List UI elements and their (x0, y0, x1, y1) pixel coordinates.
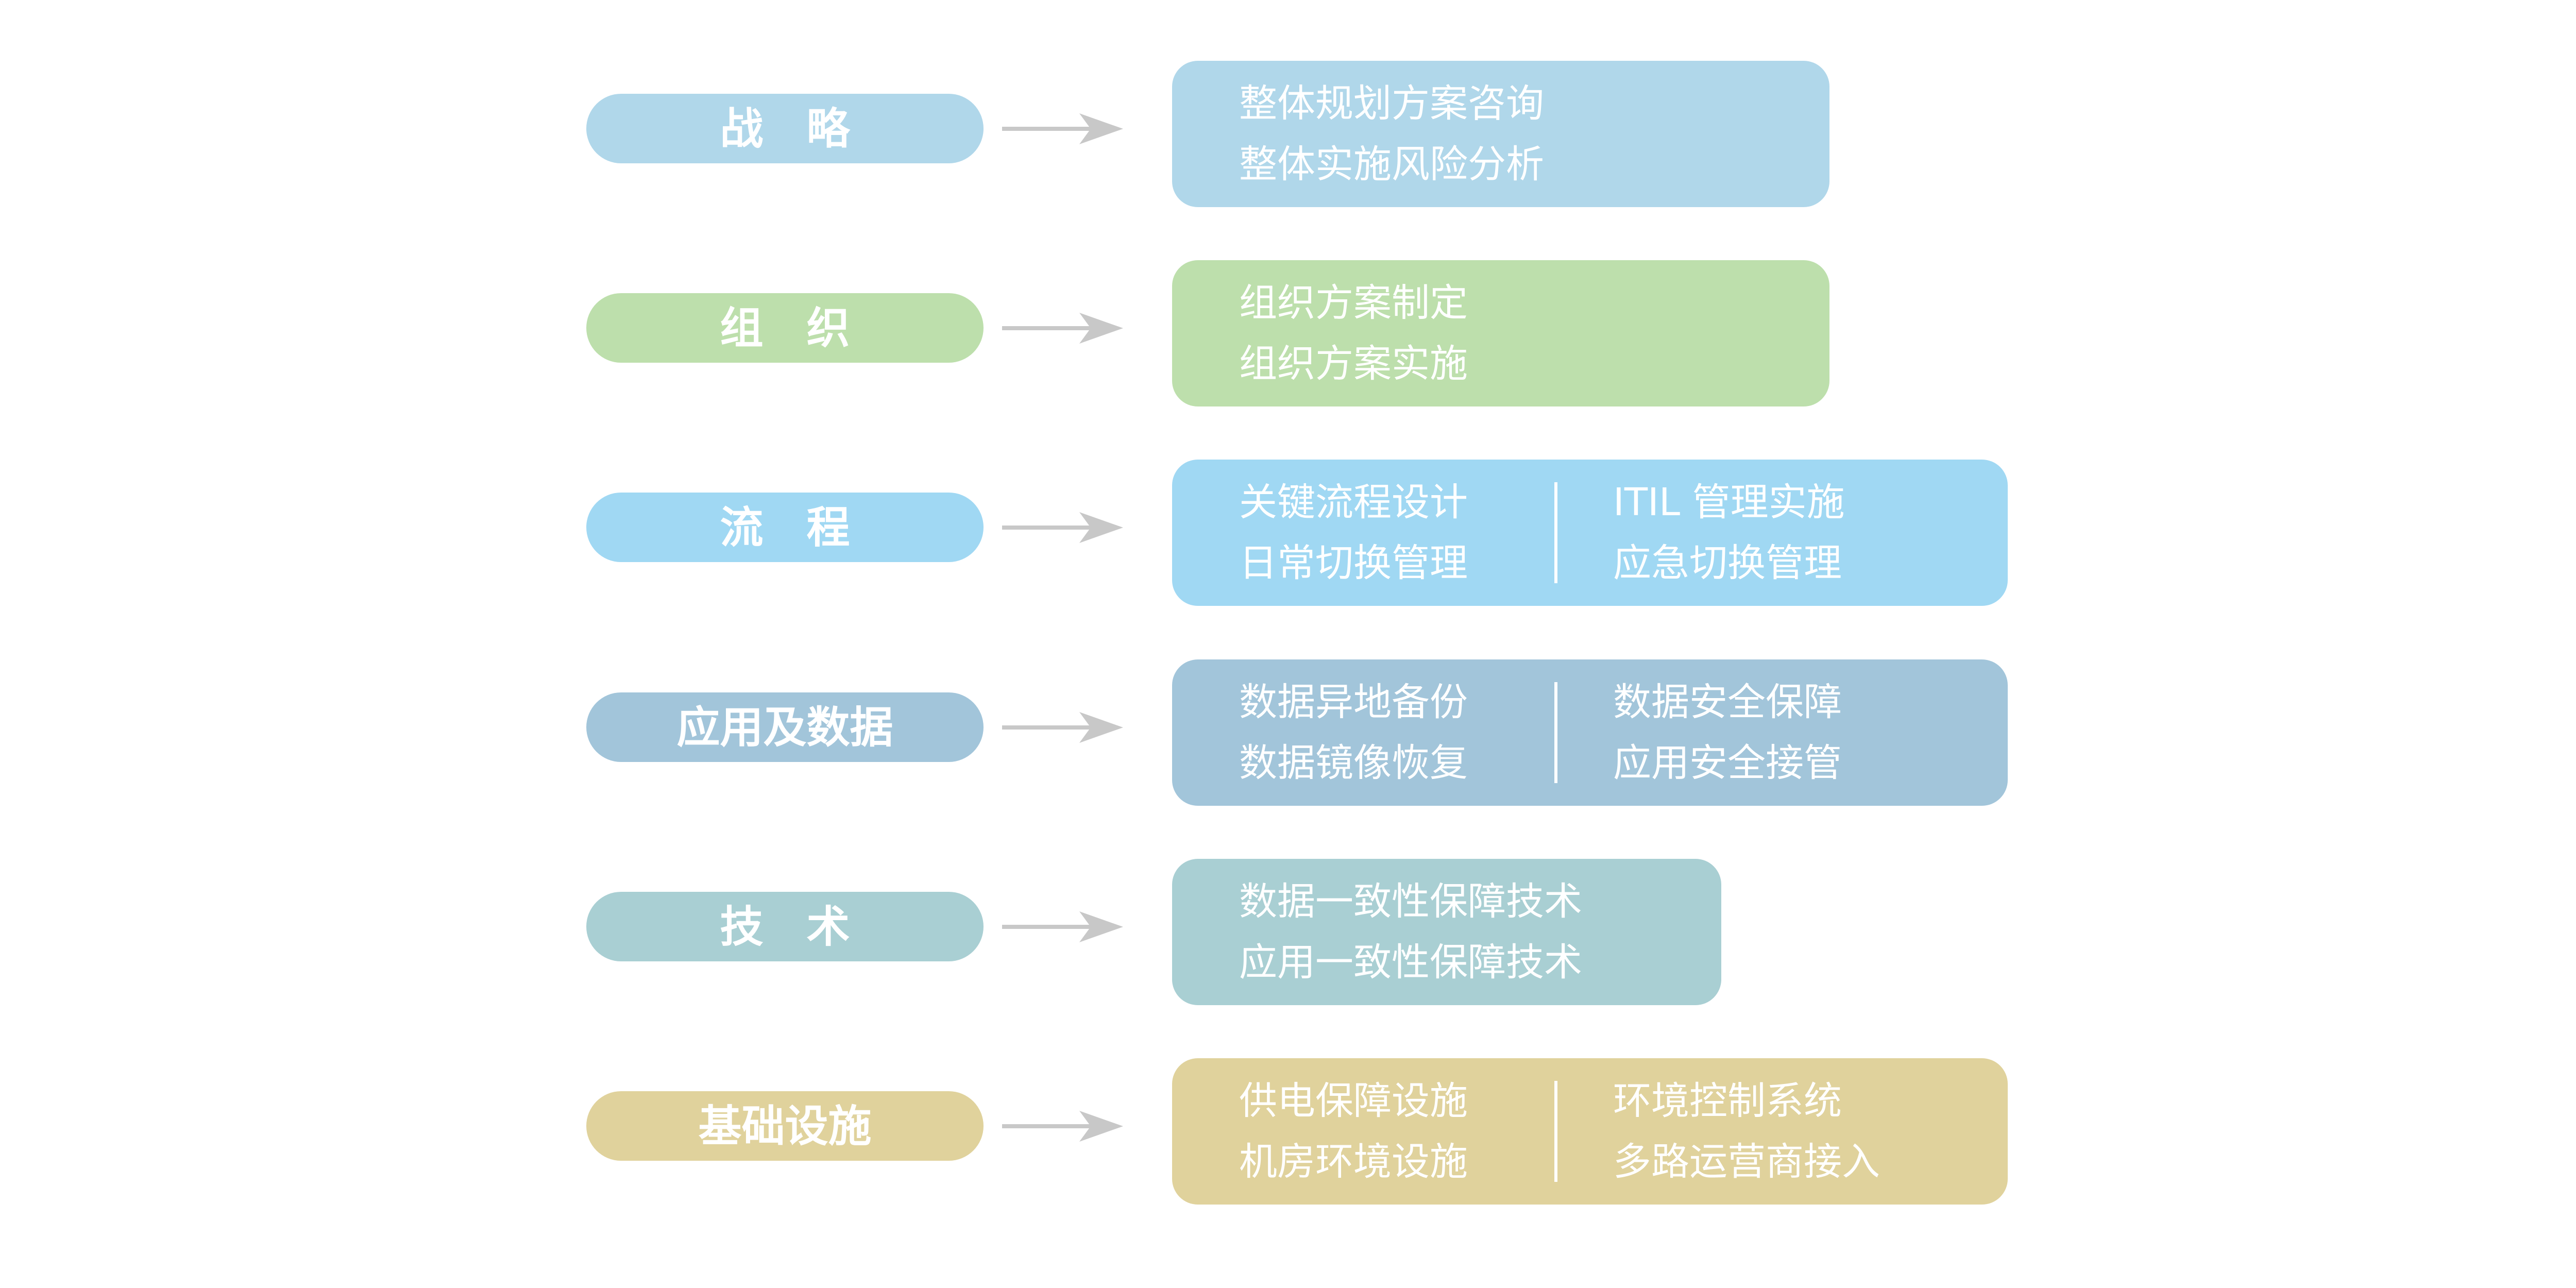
arrow-icon (1002, 313, 1123, 344)
detail-item: 多路运营商接入 (1613, 1140, 1880, 1184)
detail-box-technology: 数据一致性保障技术 应用一致性保障技术 (1172, 859, 1721, 1005)
column-divider (1554, 682, 1557, 783)
detail-column-left: 整体规划方案咨询 整体实施风险分析 (1172, 73, 1544, 195)
category-pill-organization: 组 织 (586, 293, 984, 363)
category-pill-application-data: 应用及数据 (586, 692, 984, 762)
detail-box-strategy: 整体规划方案咨询 整体实施风险分析 (1172, 61, 1829, 207)
detail-item: 数据一致性保障技术 (1239, 879, 1582, 924)
detail-item: ITIL 管理实施 (1613, 480, 1845, 524)
arrow-icon (1002, 1111, 1123, 1142)
category-label: 基础设施 (698, 1100, 872, 1151)
detail-box-organization: 组织方案制定 组织方案实施 (1172, 260, 1829, 406)
detail-item: 应用一致性保障技术 (1239, 940, 1582, 985)
category-label: 组 织 (720, 302, 850, 353)
detail-item: 整体实施风险分析 (1239, 142, 1544, 187)
detail-box-application-data: 数据异地备份 数据镜像恢复 数据安全保障 应用安全接管 (1172, 659, 2008, 806)
arrow-icon (1002, 712, 1123, 743)
category-pill-infrastructure: 基础设施 (586, 1091, 984, 1161)
row-strategy: 战 略 整体规划方案咨询 整体实施风险分析 (0, 61, 2576, 210)
detail-column-left: 供电保障设施 机房环境设施 (1172, 1071, 1468, 1192)
category-label: 战 略 (720, 103, 850, 154)
detail-column-right: 数据安全保障 应用安全接管 (1613, 672, 1842, 793)
detail-item: 数据安全保障 (1613, 680, 1842, 724)
row-process: 流 程 关键流程设计 日常切换管理 ITIL 管理实施 应急切换管理 (0, 460, 2576, 609)
detail-column-left: 数据一致性保障技术 应用一致性保障技术 (1172, 871, 1582, 993)
detail-item: 应急切换管理 (1613, 541, 1842, 585)
detail-column-left: 关键流程设计 日常切换管理 (1172, 472, 1468, 594)
category-pill-technology: 技 术 (586, 892, 984, 961)
detail-item: 日常切换管理 (1239, 541, 1468, 585)
category-label: 技 术 (720, 901, 850, 952)
category-pill-strategy: 战 略 (586, 94, 984, 163)
detail-item: 应用安全接管 (1613, 741, 1842, 785)
category-pill-process: 流 程 (586, 493, 984, 562)
arrow-icon (1002, 113, 1123, 144)
detail-item: 机房环境设施 (1239, 1140, 1468, 1184)
detail-item: 组织方案制定 (1239, 281, 1468, 325)
detail-item: 环境控制系统 (1613, 1079, 1842, 1123)
detail-column-left: 组织方案制定 组织方案实施 (1172, 273, 1468, 394)
row-organization: 组 织 组织方案制定 组织方案实施 (0, 260, 2576, 410)
row-application-data: 应用及数据 数据异地备份 数据镜像恢复 数据安全保障 应用安全接管 (0, 659, 2576, 809)
arrow-icon (1002, 512, 1123, 543)
column-divider (1554, 1081, 1557, 1182)
category-label: 应用及数据 (676, 702, 893, 753)
category-label: 流 程 (720, 502, 850, 553)
detail-box-process: 关键流程设计 日常切换管理 ITIL 管理实施 应急切换管理 (1172, 460, 2008, 606)
row-technology: 技 术 数据一致性保障技术 应用一致性保障技术 (0, 859, 2576, 1008)
detail-item: 供电保障设施 (1239, 1079, 1468, 1123)
arrow-icon (1002, 911, 1123, 942)
detail-item: 组织方案实施 (1239, 342, 1468, 386)
detail-item: 关键流程设计 (1239, 480, 1468, 524)
detail-column-right: 环境控制系统 多路运营商接入 (1613, 1071, 1880, 1192)
detail-item: 数据异地备份 (1239, 680, 1468, 724)
detail-item: 整体规划方案咨询 (1239, 81, 1544, 126)
detail-column-right: ITIL 管理实施 应急切换管理 (1613, 472, 1845, 594)
row-infrastructure: 基础设施 供电保障设施 机房环境设施 环境控制系统 多路运营商接入 (0, 1058, 2576, 1208)
detail-box-infrastructure: 供电保障设施 机房环境设施 环境控制系统 多路运营商接入 (1172, 1058, 2008, 1205)
detail-item: 数据镜像恢复 (1239, 741, 1468, 785)
column-divider (1554, 482, 1557, 583)
detail-column-left: 数据异地备份 数据镜像恢复 (1172, 672, 1468, 793)
